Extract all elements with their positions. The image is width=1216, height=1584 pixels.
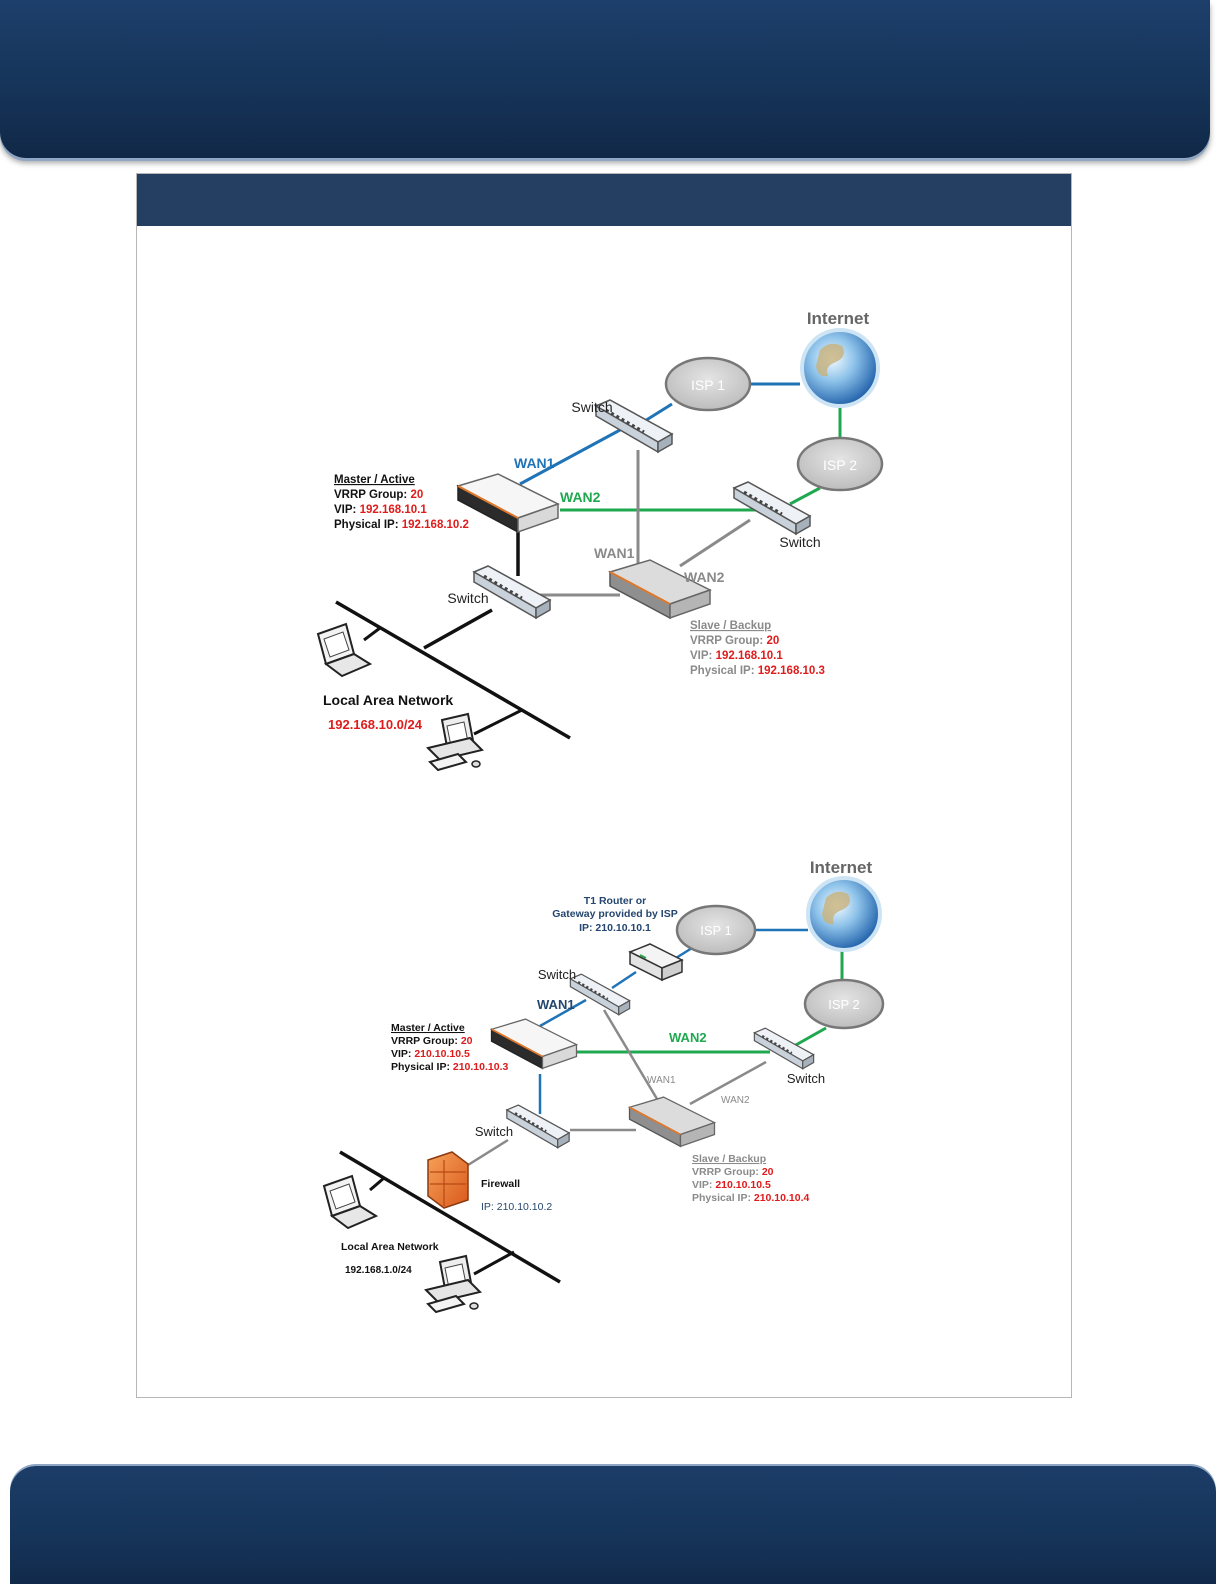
switch2-wan1-icon [569, 972, 631, 1016]
link-switch-lan [423, 608, 493, 650]
master-phys-1: Physical IP: 192.168.10.2 [334, 519, 469, 531]
switch-label-wan2: Switch [779, 534, 820, 550]
master-group-1: VRRP Group: 20 [334, 489, 423, 501]
wan2-label-slave-2: WAN2 [721, 1095, 750, 1106]
isp1-label-2: ISP 1 [700, 923, 732, 938]
laptop-icon-1 [317, 623, 371, 677]
desktop-pc-icon-1 [427, 713, 483, 771]
link2-lan-laptop [369, 1176, 385, 1192]
switch2-label-wan1: Switch [538, 967, 576, 982]
switch-label-lan: Switch [447, 590, 488, 606]
t1-router-line2: Gateway provided by ISP [552, 908, 677, 920]
globe-land-icon-2 [822, 891, 850, 925]
isp1-label-1: ISP 1 [691, 377, 725, 393]
lan-subnet-1: 192.168.10.0/24 [328, 717, 423, 732]
link-wan1-master [519, 428, 621, 486]
slave-phys-1: Physical IP: 192.168.10.3 [690, 665, 825, 677]
diagram-1: Internet ISP 1 ISP 2 Switch Switch Switc… [317, 309, 884, 771]
globe-land-icon [816, 343, 844, 377]
lan-subnet-2: 192.168.1.0/24 [345, 1265, 412, 1276]
internet-globe-icon-2 [806, 876, 882, 952]
master-title-2: Master / Active [391, 1022, 465, 1034]
link-wan2-slave [679, 518, 751, 568]
master-router-icon [457, 473, 559, 533]
link-lan-pc-1 [473, 708, 523, 736]
link2-switch-isp2 [793, 1026, 827, 1048]
isp2-label-2: ISP 2 [828, 997, 860, 1012]
slave-group-2: VRRP Group: 20 [692, 1166, 774, 1178]
internet-label-2: Internet [810, 858, 873, 877]
master-vip-2: VIP: 210.10.10.5 [391, 1048, 470, 1060]
wan1-label-slave-2: WAN1 [647, 1075, 676, 1086]
lan-label-2: Local Area Network [341, 1241, 439, 1253]
link-lan-laptop-1 [363, 626, 381, 642]
diagram-2: Internet ISP 1 ISP 2 T1 Router or Gatewa… [323, 858, 885, 1313]
link-switch-isp2 [789, 486, 821, 506]
lan-bus-2 [339, 1150, 561, 1284]
slave-router-icon-2 [628, 1096, 716, 1148]
master-info-2: Master / Active VRRP Group: 20 VIP: 210.… [391, 1022, 509, 1073]
slave-title-1: Slave / Backup [690, 620, 771, 632]
desktop-pc-icon-2 [425, 1255, 481, 1313]
wan2-label-master-2: WAN2 [669, 1030, 707, 1045]
slave-title-2: Slave / Backup [692, 1153, 766, 1165]
isp2-label-1: ISP 2 [823, 457, 857, 473]
t1-router-ip: IP: 210.10.10.1 [579, 922, 651, 934]
link2-isp1-t1router [675, 946, 693, 960]
internet-label-1: Internet [807, 309, 870, 328]
firewall-ip: IP: 210.10.10.2 [481, 1201, 552, 1213]
isp2-node [796, 436, 884, 492]
firewall-icon [427, 1151, 469, 1209]
firewall-label: Firewall [481, 1178, 520, 1190]
content-panel [136, 173, 1072, 1398]
slave-info-1: Slave / Backup VRRP Group: 20 VIP: 192.1… [690, 620, 825, 677]
switch-wan2-icon [732, 480, 812, 536]
isp2-node-2 [803, 978, 885, 1030]
master-phys-2: Physical IP: 210.10.10.3 [391, 1061, 509, 1073]
laptop-icon-2 [323, 1175, 377, 1229]
master-info-1: Master / Active VRRP Group: 20 VIP: 192.… [334, 474, 469, 531]
master-group-2: VRRP Group: 20 [391, 1035, 473, 1047]
slave-phys-2: Physical IP: 210.10.10.4 [692, 1192, 810, 1204]
link2-wan1-slave [602, 1009, 662, 1105]
lan-bus-1 [335, 600, 571, 740]
wan2-label-master: WAN2 [560, 489, 601, 505]
switch2-label-lan: Switch [475, 1124, 513, 1139]
lan-label-1: Local Area Network [323, 692, 453, 708]
switch2-label-wan2: Switch [787, 1071, 825, 1086]
isp1-node [664, 356, 752, 412]
link2-wan2-slave [689, 1060, 767, 1106]
bottom-banner [10, 1466, 1216, 1584]
switch-label-wan1: Switch [571, 399, 612, 415]
slave-info-2: Slave / Backup VRRP Group: 20 VIP: 210.1… [692, 1153, 810, 1204]
slave-vip-1: VIP: 192.168.10.1 [690, 650, 783, 662]
internet-globe-icon [800, 328, 880, 408]
slave-vip-2: VIP: 210.10.10.5 [692, 1179, 771, 1191]
wan2-label-slave: WAN2 [684, 569, 725, 585]
link2-wan1-master [539, 998, 587, 1028]
link2-t1router-switch [611, 970, 637, 990]
top-banner [0, 0, 1210, 158]
link2-lan-pc [473, 1250, 515, 1276]
wan1-label-master-2: WAN1 [537, 997, 575, 1012]
t1-router-line1: T1 Router or [584, 895, 646, 907]
panel-header-bar [137, 174, 1071, 226]
t1-router-icon [628, 943, 684, 982]
switch2-lan-icon [505, 1103, 571, 1149]
isp1-node-2 [675, 904, 757, 956]
master-vip-1: VIP: 192.168.10.1 [334, 504, 427, 516]
wan1-label-slave: WAN1 [594, 545, 635, 561]
slave-group-1: VRRP Group: 20 [690, 635, 779, 647]
wan1-label-master: WAN1 [514, 455, 555, 471]
master-title-1: Master / Active [334, 474, 415, 486]
